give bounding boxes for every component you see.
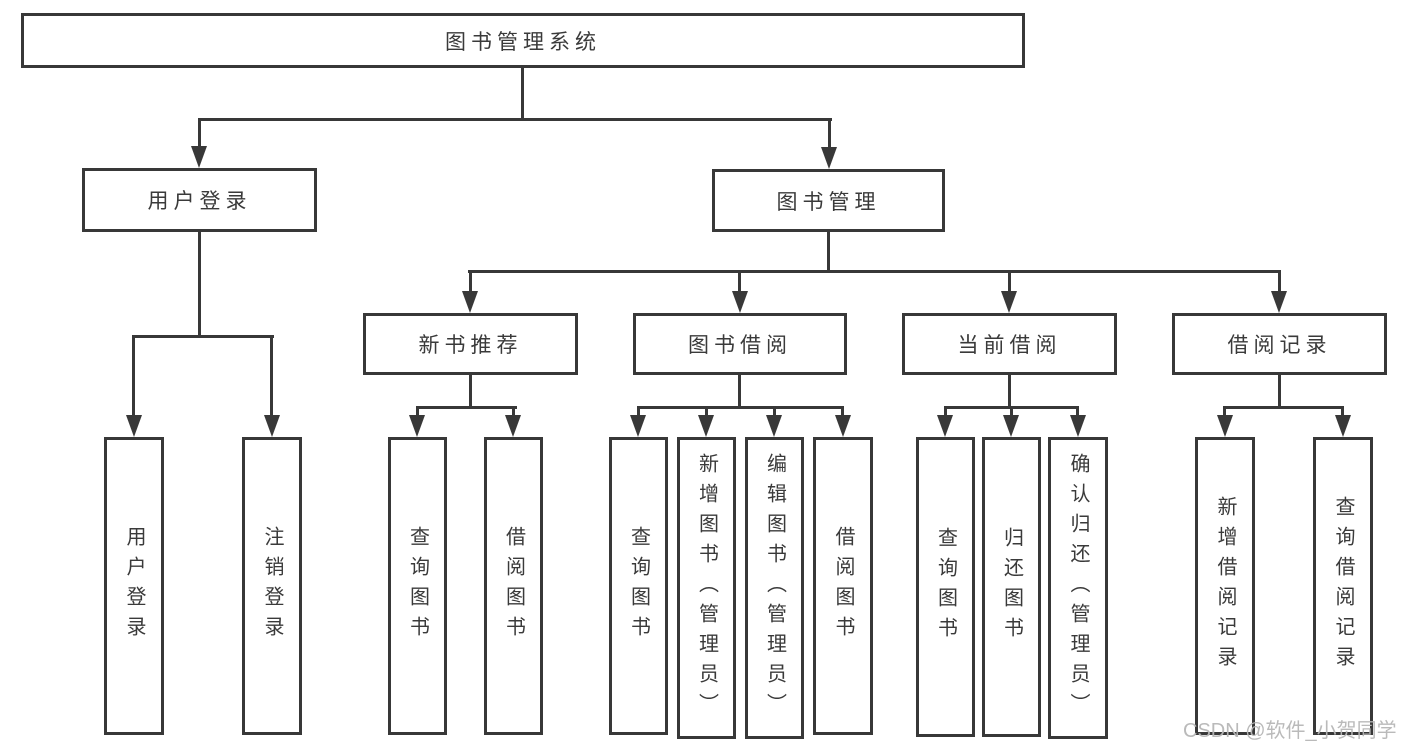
arrowhead-down bbox=[698, 415, 714, 437]
connector-line bbox=[637, 406, 640, 418]
node-current-borrow-label: 当前借阅 bbox=[957, 334, 1062, 357]
arrowhead-down bbox=[835, 415, 851, 437]
node-leaf-confirm-return-admin: 确认归还（管理员） bbox=[1048, 437, 1108, 739]
node-leaf-borrow-book-recommend-label: 借阅图书 bbox=[502, 526, 525, 646]
node-leaf-edit-book-admin: 编辑图书（管理员） bbox=[745, 437, 804, 739]
connector-line bbox=[521, 68, 524, 121]
node-leaf-add-borrow-record: 新增借阅记录 bbox=[1195, 437, 1255, 735]
node-leaf-query-borrow-record-label: 查询借阅记录 bbox=[1332, 496, 1354, 676]
node-leaf-return-book: 归还图书 bbox=[982, 437, 1041, 737]
connector-line bbox=[1008, 270, 1011, 295]
arrowhead-down bbox=[937, 415, 953, 437]
node-new-book-recommend: 新书推荐 bbox=[363, 313, 578, 375]
connector-line bbox=[1010, 406, 1013, 418]
node-new-book-recommend-label: 新书推荐 bbox=[418, 334, 523, 357]
node-user-login-group: 用户登录 bbox=[82, 168, 317, 232]
connector-line bbox=[1223, 406, 1226, 418]
arrowhead-down bbox=[462, 291, 478, 313]
connector-line bbox=[1278, 375, 1281, 409]
node-leaf-borrow-book-recommend: 借阅图书 bbox=[484, 437, 543, 735]
connector-line bbox=[1278, 270, 1281, 295]
connector-line bbox=[738, 375, 741, 409]
connector-line bbox=[705, 406, 708, 418]
node-root-label: 图书管理系统 bbox=[445, 30, 601, 54]
connector-line bbox=[637, 406, 844, 409]
csdn-watermark: CSDN @软件_小贺同学 bbox=[1183, 720, 1397, 742]
arrowhead-down bbox=[126, 415, 142, 437]
connector-line bbox=[198, 118, 201, 150]
connector-line bbox=[416, 406, 517, 409]
node-user-login-group-label: 用户登录 bbox=[147, 190, 252, 213]
node-borrow-records: 借阅记录 bbox=[1172, 313, 1387, 375]
node-book-borrow-label: 图书借阅 bbox=[688, 334, 792, 357]
node-leaf-borrow-book-borrow-label: 借阅图书 bbox=[832, 526, 854, 646]
connector-line bbox=[416, 406, 419, 418]
arrowhead-down bbox=[821, 147, 837, 169]
arrowhead-down bbox=[505, 415, 521, 437]
node-leaf-query-book-recommend: 查询图书 bbox=[388, 437, 447, 735]
node-leaf-borrow-book-borrow: 借阅图书 bbox=[813, 437, 873, 735]
arrowhead-down bbox=[1217, 415, 1233, 437]
connector-line bbox=[1076, 406, 1079, 418]
connector-line bbox=[1008, 375, 1011, 409]
arrowhead-down bbox=[732, 291, 748, 313]
arrowhead-down bbox=[630, 415, 646, 437]
arrowhead-down bbox=[1070, 415, 1086, 437]
connector-line bbox=[738, 270, 741, 295]
connector-line bbox=[132, 335, 135, 417]
node-leaf-return-book-label: 归还图书 bbox=[1000, 527, 1023, 647]
node-book-mgmt-group: 图书管理 bbox=[712, 169, 945, 232]
connector-line bbox=[944, 406, 947, 418]
connector-line bbox=[198, 232, 201, 338]
connector-line bbox=[841, 406, 844, 418]
node-leaf-query-book-current-label: 查询图书 bbox=[934, 527, 957, 647]
connector-line bbox=[198, 118, 832, 121]
node-leaf-query-borrow-record: 查询借阅记录 bbox=[1313, 437, 1373, 735]
node-leaf-edit-book-admin-label: 编辑图书（管理员） bbox=[763, 453, 786, 723]
arrowhead-down bbox=[1335, 415, 1351, 437]
node-leaf-logout: 注销登录 bbox=[242, 437, 302, 735]
arrowhead-down bbox=[1271, 291, 1287, 313]
node-leaf-add-book-admin: 新增图书（管理员） bbox=[677, 437, 736, 739]
arrowhead-down bbox=[1001, 291, 1017, 313]
node-leaf-add-borrow-record-label: 新增借阅记录 bbox=[1214, 496, 1236, 676]
node-leaf-query-book-recommend-label: 查询图书 bbox=[406, 526, 429, 646]
connector-line bbox=[132, 335, 274, 338]
node-leaf-query-book-borrow-label: 查询图书 bbox=[627, 526, 650, 646]
node-borrow-records-label: 借阅记录 bbox=[1227, 334, 1332, 357]
connector-line bbox=[469, 270, 472, 295]
arrowhead-down bbox=[264, 415, 280, 437]
connector-line bbox=[773, 406, 776, 418]
connector-line bbox=[1223, 406, 1344, 409]
connector-line bbox=[512, 406, 515, 418]
arrowhead-down bbox=[766, 415, 782, 437]
connector-line bbox=[270, 335, 273, 417]
connector-line bbox=[828, 118, 831, 150]
arrowhead-down bbox=[409, 415, 425, 437]
node-leaf-query-book-current: 查询图书 bbox=[916, 437, 975, 737]
node-book-mgmt-group-label: 图书管理 bbox=[776, 190, 881, 214]
arrowhead-down bbox=[191, 146, 207, 168]
node-leaf-logout-label: 注销登录 bbox=[261, 526, 283, 646]
arrowhead-down bbox=[1003, 415, 1019, 437]
connector-line bbox=[468, 270, 1281, 273]
connector-line bbox=[827, 232, 830, 273]
node-leaf-add-book-admin-label: 新增图书（管理员） bbox=[695, 453, 718, 723]
node-leaf-confirm-return-admin-label: 确认归还（管理员） bbox=[1067, 453, 1089, 723]
node-leaf-user-login-label: 用户登录 bbox=[123, 526, 145, 646]
node-leaf-query-book-borrow: 查询图书 bbox=[609, 437, 668, 735]
node-root: 图书管理系统 bbox=[21, 13, 1025, 68]
node-book-borrow: 图书借阅 bbox=[633, 313, 847, 375]
connector-line bbox=[1341, 406, 1344, 418]
node-leaf-user-login: 用户登录 bbox=[104, 437, 164, 735]
connector-line bbox=[469, 375, 472, 409]
node-current-borrow: 当前借阅 bbox=[902, 313, 1117, 375]
